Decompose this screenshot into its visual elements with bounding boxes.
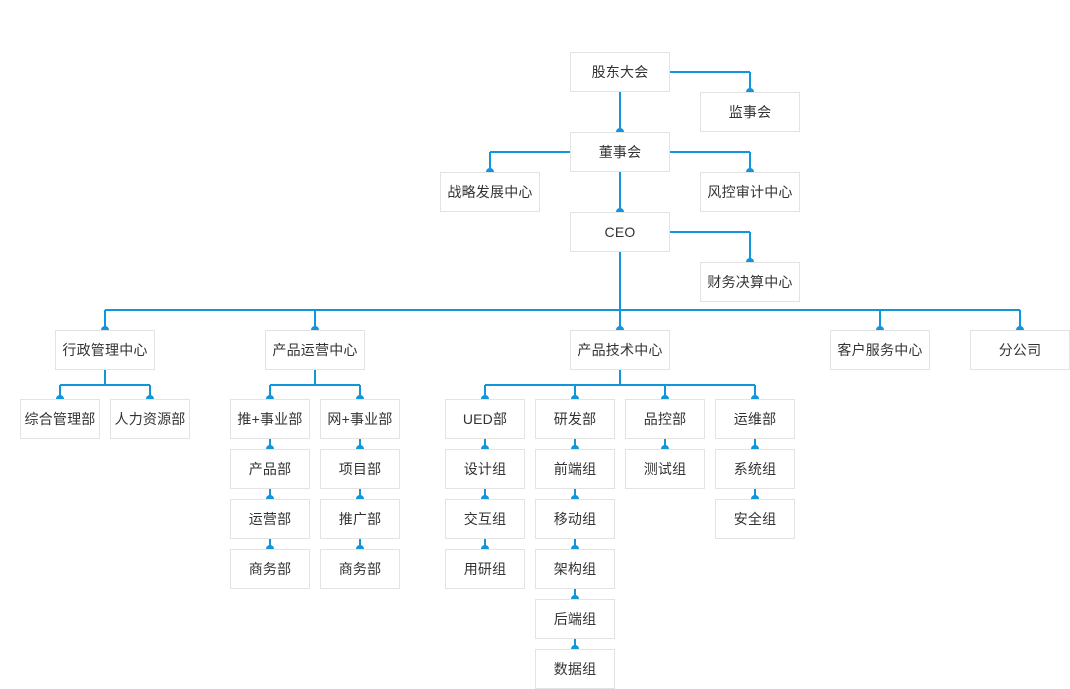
org-node-label: 网+事业部 bbox=[327, 411, 393, 427]
org-node-business-dept-2[interactable]: 商务部 bbox=[320, 549, 400, 589]
org-node-label: 董事会 bbox=[598, 144, 642, 160]
org-node-promotion-dept[interactable]: 推广部 bbox=[320, 499, 400, 539]
org-node-label: 系统组 bbox=[733, 461, 777, 477]
org-node-hr[interactable]: 人力资源部 bbox=[110, 399, 190, 439]
org-node-label: 推广部 bbox=[338, 511, 382, 527]
org-node-security-group[interactable]: 安全组 bbox=[715, 499, 795, 539]
org-node-label: 商务部 bbox=[248, 561, 292, 577]
org-node-backend-group[interactable]: 后端组 bbox=[535, 599, 615, 639]
org-node-label: 行政管理中心 bbox=[62, 342, 148, 358]
org-node-tui-bu[interactable]: 推+事业部 bbox=[230, 399, 310, 439]
org-node-ued-dept[interactable]: UED部 bbox=[445, 399, 525, 439]
org-node-label: 项目部 bbox=[338, 461, 382, 477]
org-node-label: 产品运营中心 bbox=[272, 342, 358, 358]
org-node-project-dept[interactable]: 项目部 bbox=[320, 449, 400, 489]
org-node-interaction-group[interactable]: 交互组 bbox=[445, 499, 525, 539]
org-node-label: CEO bbox=[604, 224, 636, 240]
org-node-label: 综合管理部 bbox=[24, 411, 96, 427]
org-node-label: 数据组 bbox=[553, 661, 597, 677]
org-node-test-group[interactable]: 测试组 bbox=[625, 449, 705, 489]
org-node-label: 产品技术中心 bbox=[577, 342, 663, 358]
org-node-label: 战略发展中心 bbox=[447, 184, 533, 200]
org-node-label: 风控审计中心 bbox=[707, 184, 793, 200]
org-node-shareholders[interactable]: 股东大会 bbox=[570, 52, 670, 92]
org-node-label: 前端组 bbox=[553, 461, 597, 477]
org-node-label: 安全组 bbox=[733, 511, 777, 527]
org-node-label: 设计组 bbox=[463, 461, 507, 477]
org-node-label: 商务部 bbox=[338, 561, 382, 577]
org-node-frontend-group[interactable]: 前端组 bbox=[535, 449, 615, 489]
org-node-research-group[interactable]: 用研组 bbox=[445, 549, 525, 589]
org-node-data-group[interactable]: 数据组 bbox=[535, 649, 615, 689]
org-node-label: 后端组 bbox=[553, 611, 597, 627]
org-node-board[interactable]: 董事会 bbox=[570, 132, 670, 172]
org-node-qa-dept[interactable]: 品控部 bbox=[625, 399, 705, 439]
org-node-service-center[interactable]: 客户服务中心 bbox=[830, 330, 930, 370]
org-node-operation-dept[interactable]: 运营部 bbox=[230, 499, 310, 539]
org-node-tech-center[interactable]: 产品技术中心 bbox=[570, 330, 670, 370]
org-node-label: 研发部 bbox=[553, 411, 597, 427]
org-node-design-group[interactable]: 设计组 bbox=[445, 449, 525, 489]
org-node-label: 财务决算中心 bbox=[707, 274, 793, 290]
org-node-risk-audit-center[interactable]: 风控审计中心 bbox=[700, 172, 800, 212]
org-node-label: 测试组 bbox=[643, 461, 687, 477]
org-node-business-dept-1[interactable]: 商务部 bbox=[230, 549, 310, 589]
org-node-ceo[interactable]: CEO bbox=[570, 212, 670, 252]
org-node-label: 人力资源部 bbox=[114, 411, 186, 427]
org-node-mobile-group[interactable]: 移动组 bbox=[535, 499, 615, 539]
org-node-ops-dept[interactable]: 运维部 bbox=[715, 399, 795, 439]
org-node-architecture-group[interactable]: 架构组 bbox=[535, 549, 615, 589]
org-node-label: 监事会 bbox=[728, 104, 772, 120]
org-node-label: UED部 bbox=[462, 411, 508, 427]
org-node-label: 运维部 bbox=[733, 411, 777, 427]
org-node-label: 运营部 bbox=[248, 511, 292, 527]
org-node-rnd-dept[interactable]: 研发部 bbox=[535, 399, 615, 439]
org-node-wang-bu[interactable]: 网+事业部 bbox=[320, 399, 400, 439]
org-node-strategy-center[interactable]: 战略发展中心 bbox=[440, 172, 540, 212]
org-node-general-admin[interactable]: 综合管理部 bbox=[20, 399, 100, 439]
org-node-ops-center[interactable]: 产品运营中心 bbox=[265, 330, 365, 370]
org-node-branch[interactable]: 分公司 bbox=[970, 330, 1070, 370]
org-node-label: 股东大会 bbox=[591, 64, 649, 80]
org-node-supervisory[interactable]: 监事会 bbox=[700, 92, 800, 132]
org-node-label: 架构组 bbox=[553, 561, 597, 577]
org-node-label: 品控部 bbox=[643, 411, 687, 427]
org-node-label: 产品部 bbox=[248, 461, 292, 477]
org-node-label: 客户服务中心 bbox=[837, 342, 923, 358]
org-node-finance-center[interactable]: 财务决算中心 bbox=[700, 262, 800, 302]
org-node-label: 用研组 bbox=[463, 561, 507, 577]
org-node-label: 推+事业部 bbox=[237, 411, 303, 427]
org-node-admin-center[interactable]: 行政管理中心 bbox=[55, 330, 155, 370]
org-node-product-dept[interactable]: 产品部 bbox=[230, 449, 310, 489]
org-node-label: 交互组 bbox=[463, 511, 507, 527]
org-node-label: 分公司 bbox=[998, 342, 1042, 358]
org-node-label: 移动组 bbox=[553, 511, 597, 527]
org-node-system-group[interactable]: 系统组 bbox=[715, 449, 795, 489]
